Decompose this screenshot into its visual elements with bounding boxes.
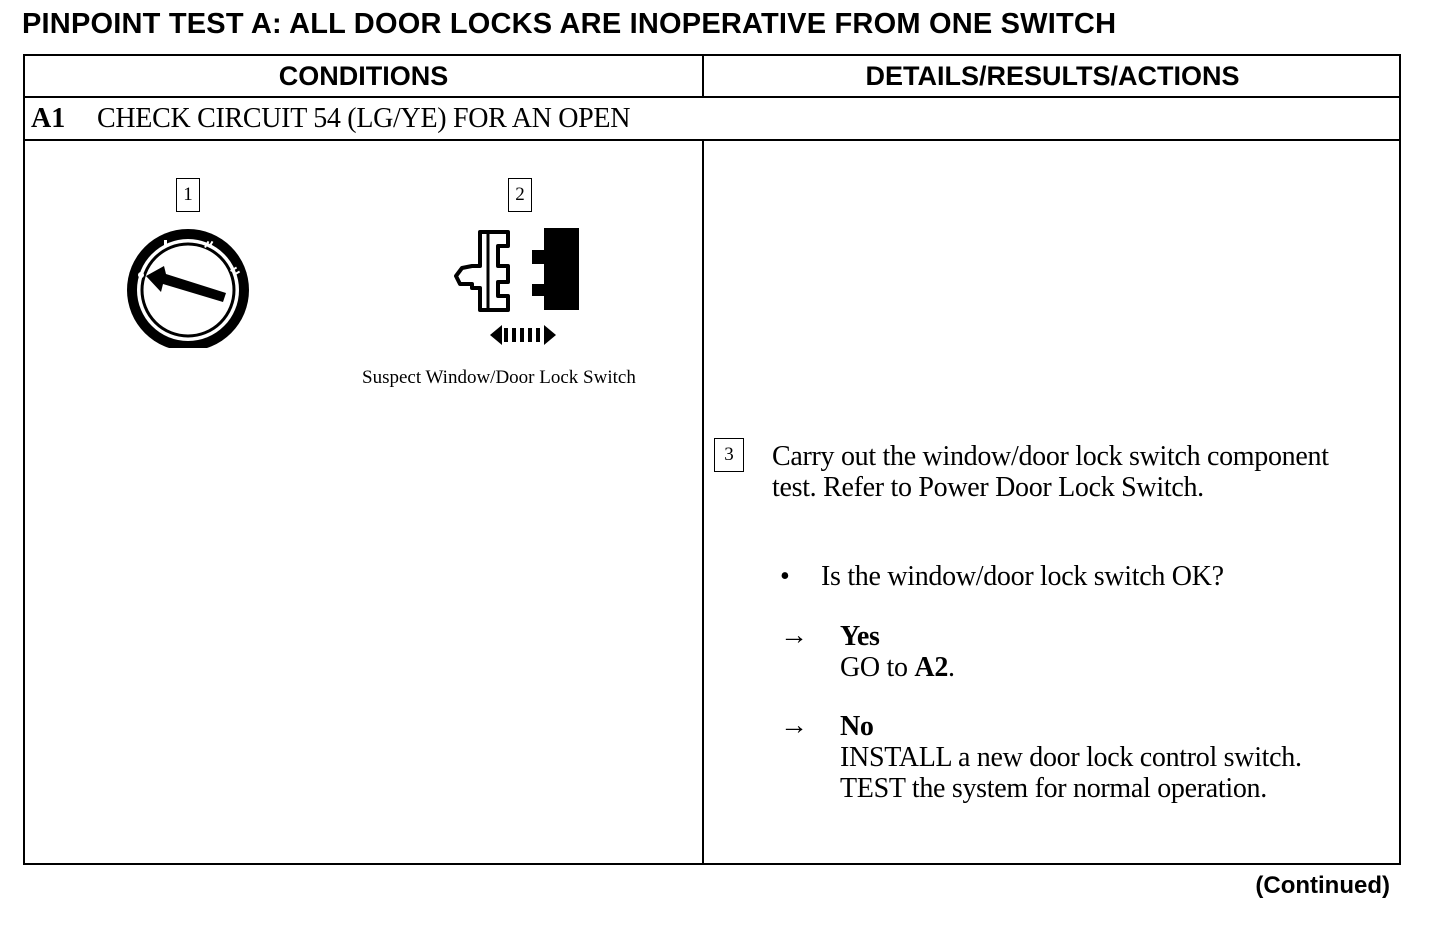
yes-arrow-icon: →	[780, 620, 808, 651]
yes-action: GO to A2.	[840, 652, 955, 683]
callout-2: 2	[508, 178, 532, 212]
column-divider	[702, 141, 704, 863]
conditions-header: CONDITIONS	[25, 56, 704, 98]
instruction-line-2: test. Refer to Power Door Lock Switch.	[772, 472, 1204, 503]
ignition-switch-off-icon	[127, 229, 249, 348]
switch-caption: Suspect Window/Door Lock Switch	[362, 367, 636, 388]
step-id: A1	[31, 102, 66, 134]
connector-disconnect-icon	[454, 228, 579, 345]
pinpoint-test-table: CONDITIONS DETAILS/RESULTS/ACTIONS A1 CH…	[23, 54, 1401, 865]
callout-1: 1	[176, 178, 200, 212]
step-row: A1 CHECK CIRCUIT 54 (LG/YE) FOR AN OPEN	[25, 98, 1399, 141]
step-title: CHECK CIRCUIT 54 (LG/YE) FOR AN OPEN	[97, 102, 631, 134]
question: Is the window/door lock switch OK?	[821, 561, 1224, 592]
yes-label: Yes	[840, 621, 880, 652]
callout-3: 3	[714, 438, 744, 472]
details-header: DETAILS/RESULTS/ACTIONS	[704, 56, 1401, 98]
no-action-line-2: TEST the system for normal operation.	[840, 773, 1267, 804]
instruction-line-1: Carry out the window/door lock switch co…	[772, 441, 1329, 472]
page-title: PINPOINT TEST A: ALL DOOR LOCKS ARE INOP…	[22, 8, 1117, 40]
continued-label: (Continued)	[1255, 872, 1390, 899]
no-label: No	[840, 711, 874, 742]
bullet: •	[780, 561, 790, 592]
no-arrow-icon: →	[780, 710, 808, 741]
no-action-line-1: INSTALL a new door lock control switch.	[840, 742, 1302, 773]
